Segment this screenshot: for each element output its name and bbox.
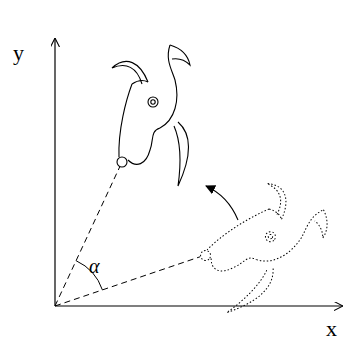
rotated-goat	[112, 45, 190, 186]
rotation-arrow	[206, 186, 238, 220]
axis-label: x	[326, 318, 337, 340]
angle-label: α	[89, 256, 100, 276]
y-axis	[54, 38, 55, 306]
radius-line	[55, 257, 200, 306]
original-goat	[181, 168, 337, 322]
axis-label: y	[13, 42, 24, 64]
radius-line	[55, 167, 120, 307]
x-axis	[55, 305, 343, 306]
